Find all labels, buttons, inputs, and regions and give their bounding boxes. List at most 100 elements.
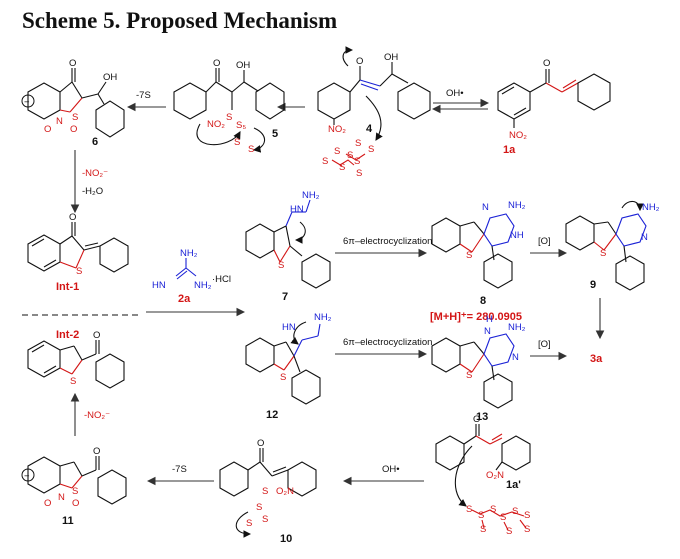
svg-text:S: S [356, 168, 362, 179]
label-int1: Int-1 [56, 281, 79, 293]
label-9: 9 [590, 279, 596, 291]
label-13: 13 [476, 411, 488, 423]
charge-minus-6: − [24, 97, 30, 108]
svg-text:S: S [478, 510, 484, 521]
condition-minus-no2: -NO₂⁻ [82, 168, 108, 179]
atom-s-10c: S [262, 514, 268, 525]
compound-1a-prime [435, 424, 531, 507]
label-1a-prime: 1a' [506, 479, 521, 491]
svg-text:S: S [339, 162, 345, 173]
label-1a: 1a [503, 144, 516, 156]
condition-ox-top: [O] [538, 236, 551, 247]
atom-o-5: O [213, 58, 220, 69]
compound-4 [317, 46, 431, 141]
svg-text:S: S [512, 506, 518, 517]
label-12: 12 [266, 409, 278, 421]
compound-2a [175, 258, 197, 280]
condition-oh-top: OH• [446, 88, 464, 99]
atom-s-int1: S [76, 266, 82, 277]
label-10: 10 [280, 533, 292, 545]
label-3a: 3a [590, 353, 603, 365]
atom-s-6: S [72, 112, 78, 123]
atom-n-9: N [641, 232, 648, 243]
atom-nh2b-2a: NH₂ [194, 280, 212, 291]
atom-hn-7: HN [290, 204, 304, 215]
atom-o-int1: O [69, 212, 76, 223]
scheme-title: Scheme 5. Proposed Mechanism [22, 8, 338, 33]
atom-s-12: S [280, 372, 286, 383]
atom-o-11: O [93, 446, 100, 457]
compound-6 [21, 68, 125, 138]
svg-text:S: S [355, 138, 361, 149]
atom-s5-5: S₅ [236, 120, 246, 131]
atom-o-6c: O [70, 124, 77, 135]
svg-text:S: S [524, 524, 530, 535]
compound-11 [21, 456, 127, 505]
atom-oh-4: OH [384, 52, 398, 63]
atom-s-int2: S [70, 376, 76, 387]
compound-13 [431, 333, 515, 409]
atom-n-6: N [56, 116, 63, 127]
atom-nh2-7: NH₂ [302, 190, 320, 201]
atom-n-11: N [58, 492, 65, 503]
label-int2: Int-2 [56, 329, 79, 341]
svg-text:S: S [480, 524, 486, 535]
s8-ring-4: S S S S S S S S [322, 138, 374, 179]
atom-s-7: S [278, 260, 284, 271]
compound-9 [565, 200, 647, 291]
atom-s-10d: S [246, 518, 252, 529]
svg-text:S: S [334, 146, 340, 157]
atom-nh2-8: NH₂ [508, 200, 526, 211]
atom-s-11: S [72, 486, 78, 497]
atom-nh2-2a: NH₂ [180, 248, 198, 259]
compound-8 [431, 213, 515, 289]
label-6: 6 [92, 136, 98, 148]
atom-hn-12: HN [282, 322, 296, 333]
mass-spec-label: [M+H]⁺= 280.0905 [430, 311, 522, 323]
label-11: 11 [62, 515, 74, 527]
svg-text:S: S [506, 526, 512, 537]
label-2a: 2a [178, 293, 191, 305]
svg-text:S: S [368, 144, 374, 155]
compound-10 [219, 448, 317, 538]
condition-minus-7s-top: -7S [136, 90, 151, 101]
atom-o-11c: O [72, 498, 79, 509]
label-5: 5 [272, 128, 278, 140]
atom-o-1ap: O [473, 414, 480, 425]
svg-text:S: S [466, 504, 472, 515]
condition-minus-no2-left: -NO₂⁻ [84, 410, 110, 421]
atom-s-10: S [262, 486, 268, 497]
atom-o-10: O [257, 438, 264, 449]
svg-text:S: S [524, 510, 530, 521]
atom-oh-6: OH [103, 72, 117, 83]
atom-s-8: S [466, 250, 472, 261]
atom-h-13: H [486, 314, 493, 325]
svg-text:S: S [500, 512, 506, 523]
svg-text:S: S [347, 150, 353, 161]
compound-5 [173, 68, 285, 153]
atom-s-5b: S [234, 137, 240, 148]
label-8: 8 [480, 295, 486, 307]
condition-minus-h2o: -H₂O [82, 186, 103, 197]
atom-s-13: S [466, 370, 472, 381]
label-4: 4 [366, 123, 373, 135]
atom-s-9: S [600, 248, 606, 259]
atom-o: O [543, 58, 550, 69]
atom-nh2-13: NH₂ [508, 322, 526, 333]
condition-ox-bottom: [O] [538, 339, 551, 350]
atom-nh2-9: NH₂ [642, 202, 660, 213]
svg-text:S: S [490, 504, 496, 515]
s8-ring-bottom: S S S S S S S S S [466, 504, 530, 537]
atom-o-int2: O [93, 330, 100, 341]
compound-12 [245, 321, 321, 405]
svg-text:S: S [322, 156, 328, 167]
condition-electrocyclization-bottom: 6π–electrocyclization [343, 337, 432, 348]
atom-o-6: O [69, 58, 76, 69]
atom-o2n-10: O₂N [276, 486, 294, 497]
compound-int2 [27, 340, 125, 389]
atom-o-4: O [356, 56, 363, 67]
label-7: 7 [282, 291, 288, 303]
compound-1a [497, 69, 611, 128]
atom-n-8: N [482, 202, 489, 213]
